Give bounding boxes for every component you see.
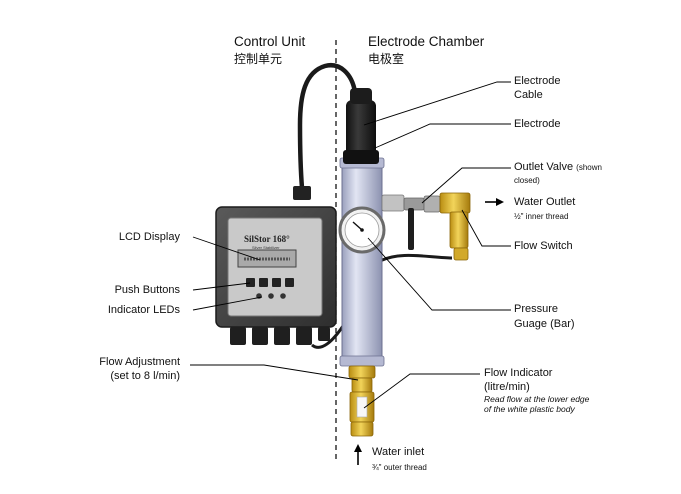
label-electrode: Electrode: [514, 118, 561, 130]
flow-indicator: [348, 365, 376, 437]
leader-electrode-cable: [363, 81, 511, 126]
label-water-outlet: Water Outlet: [514, 196, 576, 208]
control-unit: [215, 206, 337, 345]
label-flow-indicator-1: Flow Indicator: [484, 367, 553, 379]
leader-outlet-valve: [421, 167, 511, 204]
outlet-valve: [381, 194, 441, 250]
label-outlet-valve: Outlet Valve (shown: [514, 161, 602, 174]
label-lcd-display: LCD Display: [118, 231, 180, 243]
leader-flow-adjustment: [190, 364, 359, 381]
label-flow-switch: Flow Switch: [514, 240, 573, 252]
leader-push-buttons: [192, 282, 251, 291]
leader-electrode: [374, 123, 511, 149]
header-electrode-chamber-cn: 电极室: [368, 52, 405, 66]
label-pressure-2: Guage (Bar): [514, 318, 575, 330]
label-flow-adjustment-1: Flow Adjustment: [99, 356, 180, 368]
label-flow-indicator-note-1: Read flow at the lower edge: [484, 394, 590, 404]
label-outlet-valve-note-1: (shown: [576, 163, 602, 172]
label-flow-adjustment-2: (set to 8 l/min): [110, 370, 180, 382]
header-control-unit-cn: 控制单元: [234, 52, 283, 66]
label-water-outlet-note: ½" inner thread: [514, 212, 569, 221]
electrode: [343, 88, 379, 164]
label-flow-indicator-note-2: of the white plastic body: [484, 404, 575, 414]
push-button-1: [246, 278, 255, 287]
leader-flow-indicator: [363, 373, 480, 409]
cable-gland-1: [230, 327, 246, 345]
label-water-inlet: Water inlet: [372, 446, 425, 458]
water-outlet-arrow: [485, 198, 504, 206]
leader-indicator-leds: [192, 296, 263, 311]
label-outlet-valve-note-2: closed): [514, 176, 540, 185]
label-electrode-cable-2: Cable: [514, 89, 543, 101]
push-button-2: [259, 278, 268, 287]
electrode-cable: [297, 62, 358, 191]
header-control-unit: Control Unit: [234, 34, 306, 49]
flow-switch: [439, 192, 471, 261]
cable-gland-top: [293, 186, 311, 200]
leader-lcd-display: [192, 236, 261, 261]
header-electrode-chamber: Electrode Chamber: [368, 34, 485, 49]
cable-gland-3: [274, 327, 290, 345]
electrode-chamber: [339, 157, 385, 367]
cable-gland-4: [296, 327, 312, 345]
leader-pressure-gauge: [367, 237, 511, 311]
pressure-gauge: [338, 206, 386, 254]
push-button-3: [272, 278, 281, 287]
label-pressure-1: Pressure: [514, 303, 559, 315]
leader-lines: [190, 81, 511, 409]
leader-flow-switch: [461, 209, 511, 247]
indicator-led-3: [280, 293, 286, 299]
label-outlet-valve-text: Outlet Valve: [514, 161, 574, 173]
label-push-buttons: Push Buttons: [114, 284, 180, 296]
push-button-4: [285, 278, 294, 287]
label-flow-indicator-2: (litre/min): [484, 381, 530, 393]
label-water-inlet-note: ¾" outer thread: [372, 463, 427, 472]
label-indicator-leds: Indicator LEDs: [107, 304, 180, 316]
cable-gland-2: [252, 327, 268, 345]
water-inlet-arrow: [354, 444, 362, 465]
label-electrode-cable-1: Electrode: [514, 75, 561, 87]
indicator-led-2: [268, 293, 274, 299]
